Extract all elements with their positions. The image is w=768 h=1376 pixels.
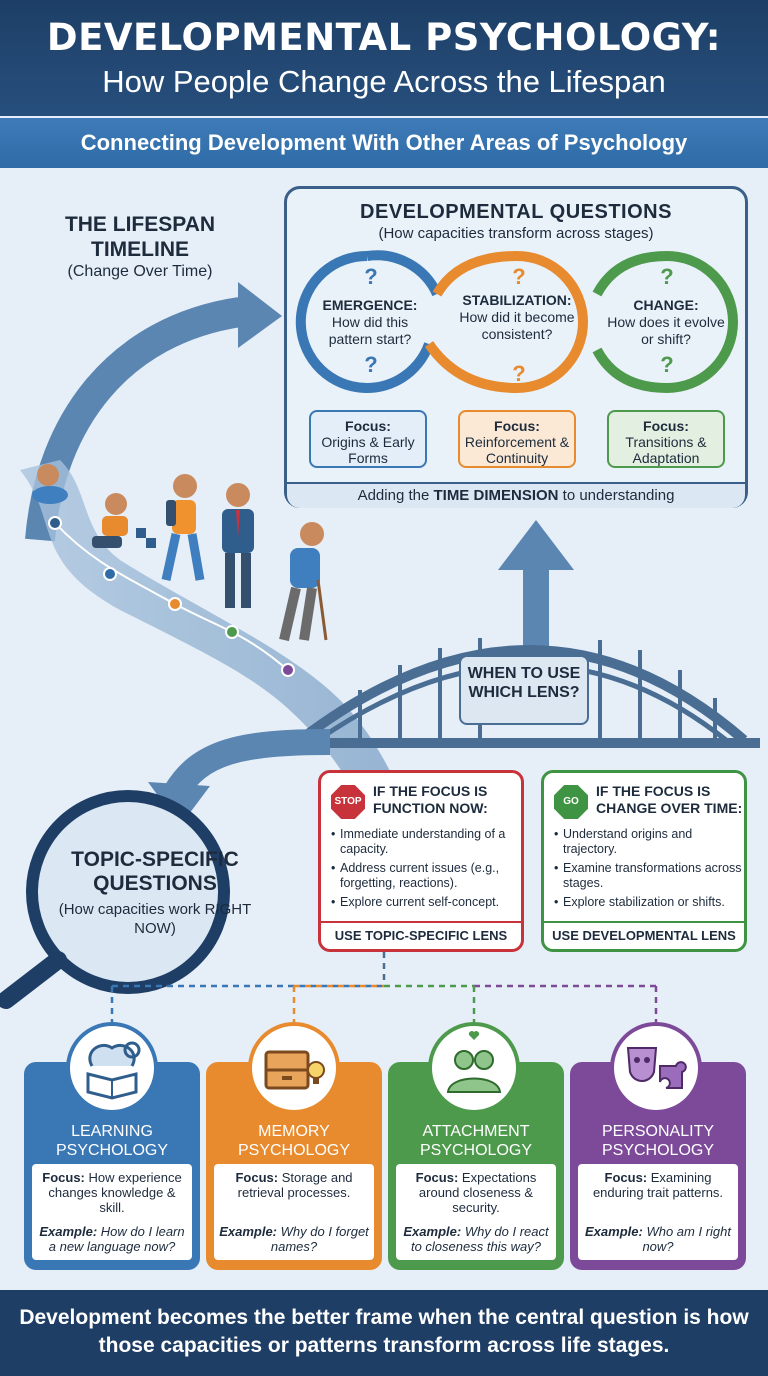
question-mark-icon: ? [364,264,378,289]
topic-questions-subtitle: (How capacities work RIGHT NOW) [58,901,252,937]
topic-lens-rule-box: STOP IF THE FOCUS IS FUNCTION NOW: Immed… [318,770,524,952]
question-mark-icon: ? [660,264,674,289]
bridge-icon [296,645,748,744]
file-drawer-lightbulb-icon [248,1022,340,1114]
background-illustration [0,282,760,1022]
section-banner: Connecting Development With Other Areas … [0,118,768,168]
card-title: PERSONALITY PSYCHOLOGY [601,1123,715,1159]
card-body: Focus: Examining enduring trait patterns… [578,1164,738,1260]
magnifier-icon [26,790,230,994]
card-title: ATTACHMENT PSYCHOLOGY [419,1123,533,1159]
page-title: DEVELOPMENTAL PSYCHOLOGY: [46,16,722,59]
masks-puzzle-icon [610,1022,702,1114]
card-title: LEARNING PSYCHOLOGY [55,1123,169,1159]
focus-box-change: Focus:Transitions & Adaptation [607,410,725,468]
list-item: Understand origins and trajectory. [554,827,744,857]
lens-question-box: WHEN TO USE WHICH LENS? [459,655,589,725]
list-item: Examine transformations across stages. [554,861,744,891]
timeline-dot [103,567,117,581]
rule-list: Understand origins and trajectory. Exami… [554,827,744,914]
stage-emergence: EMERGENCE:How did this pattern start? [322,297,418,347]
timeline-dot [225,625,239,639]
timeline-dot [168,597,182,611]
list-item: Address current issues (e.g., forgetting… [331,861,521,891]
rule-heading: IF THE FOCUS IS CHANGE OVER TIME: [596,783,743,816]
rule-footer: USE TOPIC-SPECIFIC LENS [321,921,521,949]
header-banner: DEVELOPMENTAL PSYCHOLOGY: How People Cha… [0,0,768,116]
card-memory-psychology: MEMORY PSYCHOLOGY Focus: Storage and ret… [206,1062,382,1270]
go-sign-icon: GO [554,785,588,819]
elder-figure-icon [279,522,328,642]
teen-figure-icon [161,474,205,581]
infinity-loops-icon [295,250,738,394]
page-subtitle: How People Change Across the Lifespan [102,64,666,99]
question-mark-icon: ? [364,352,378,377]
child-figure-icon [92,493,156,548]
timeline-title: THE LIFESPAN TIMELINE [64,213,216,261]
brain-book-icon [66,1022,158,1114]
adult-figure-icon [222,483,254,608]
panel-subtitle: (How capacities transform across stages) [378,225,654,242]
curved-arrow-down-icon [164,729,331,800]
timeline-dot [48,516,62,530]
card-attachment-psychology: ATTACHMENT PSYCHOLOGY Focus: Expectation… [388,1062,564,1270]
list-item: Immediate understanding of a capacity. [331,827,521,857]
list-item: Explore stabilization or shifts. [554,895,744,910]
panel-title: DEVELOPMENTAL QUESTIONS [360,201,672,223]
focus-box-emergence: Focus:Origins & Early Forms [309,410,427,468]
topic-questions-title: TOPIC-SPECIFIC QUESTIONS [71,848,239,895]
question-mark-icon: ? [512,264,526,289]
card-body: Focus: Storage and retrieval processes. … [214,1164,374,1260]
embracing-people-icon [428,1022,520,1114]
time-dimension-caption: Adding the TIME DIMENSION to understandi… [287,482,745,508]
developmental-questions-panel: DEVELOPMENTAL QUESTIONS (How capacities … [284,186,748,508]
rule-list: Immediate understanding of a capacity. A… [331,827,521,914]
rule-footer: USE DEVELOPMENTAL LENS [544,921,744,949]
card-body: Focus: How experience changes knowledge … [32,1164,192,1260]
stop-sign-icon: STOP [331,785,365,819]
infant-figure-icon [32,464,68,504]
focus-box-stabilization: Focus:Reinforcement & Continuity [458,410,576,468]
developmental-lens-rule-box: GO IF THE FOCUS IS CHANGE OVER TIME: Und… [541,770,747,952]
list-item: Explore current self-concept. [331,895,521,910]
card-title: MEMORY PSYCHOLOGY [237,1123,351,1159]
conclusion-footer: Development becomes the better frame whe… [0,1290,768,1376]
stage-stabilization: STABILIZATION:How did it become consiste… [459,292,575,342]
timeline-dot [281,663,295,677]
stage-change: CHANGE:How does it evolve or shift? [607,297,725,347]
lifespan-road [20,460,430,860]
timeline-subtitle: (Change Over Time) [67,263,213,280]
question-mark-icon: ? [512,361,526,386]
rule-heading: IF THE FOCUS IS FUNCTION NOW: [373,783,488,816]
question-mark-icon: ? [660,352,674,377]
card-body: Focus: Expectations around closeness & s… [396,1164,556,1260]
